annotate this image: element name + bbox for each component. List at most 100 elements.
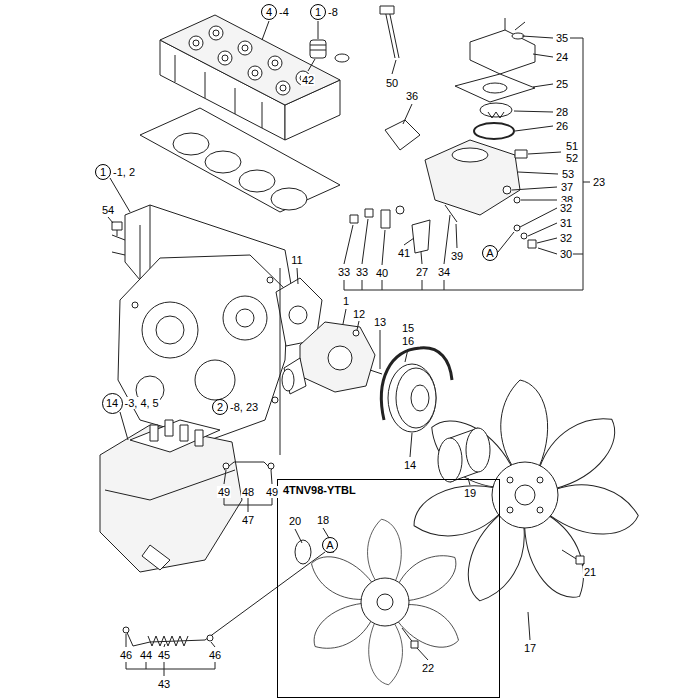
leader-line [297, 268, 298, 284]
callout-number: 32 [559, 232, 573, 244]
reference-number: 1 [95, 164, 111, 180]
reference-number: 2 [212, 399, 228, 415]
gear-case [118, 255, 288, 440]
cylinder-head [218, 51, 232, 65]
fan-pulley [411, 385, 429, 411]
small-gasket [385, 120, 420, 150]
fuel-pipe [224, 462, 272, 470]
cylinder-head [248, 66, 262, 80]
callout-number: 22 [421, 662, 435, 674]
bracket-line [126, 662, 215, 669]
cylinder-head [238, 41, 252, 55]
callout-number: 42 [301, 74, 315, 86]
reference-circle: 4-4 [261, 4, 290, 20]
leader-line [404, 238, 414, 245]
water-pump [300, 322, 375, 392]
return-pipe [123, 552, 325, 646]
callout-number: 49 [265, 486, 279, 498]
leader-line [514, 111, 553, 112]
callout-number: 46 [119, 649, 133, 661]
reference-circle: 1-1, 2 [95, 164, 136, 180]
reference-range: -4 [278, 6, 290, 18]
bracket-line [164, 662, 165, 676]
reference-range: -8 [327, 6, 339, 18]
injection-pump [150, 470, 235, 500]
leader-line [528, 152, 561, 154]
alternate-fan [377, 594, 393, 610]
fan-pulley [381, 348, 452, 432]
reference-range: -3, 4, 5 [124, 397, 160, 409]
leader-line [295, 529, 302, 543]
callout-number: 28 [555, 106, 569, 118]
head-gasket [271, 188, 307, 210]
gear-case [195, 360, 235, 400]
leader-line [533, 84, 553, 87]
alternate-fan [411, 641, 418, 648]
callout-number: 50 [385, 77, 399, 89]
leader-line [126, 634, 127, 647]
leader-line [520, 208, 557, 227]
injection-pump [150, 425, 158, 441]
leader-line [318, 21, 319, 39]
alternate-fan [369, 622, 403, 685]
fan-pulley [388, 364, 436, 432]
leader-line [456, 224, 457, 248]
thermostat-housing [515, 150, 527, 158]
fan-pulley [396, 368, 436, 428]
leader-line [528, 612, 530, 640]
oil-pressure-switch [112, 222, 122, 230]
return-pipe [207, 635, 213, 641]
callout-number: 36 [405, 90, 419, 102]
injection-pump [100, 420, 242, 572]
head-gasket [140, 108, 340, 212]
cylinder-block [112, 235, 125, 255]
water-pump [353, 330, 359, 336]
injection-pump [165, 420, 173, 436]
leader-line [108, 217, 113, 223]
cylinder-head [193, 40, 199, 46]
sender-parts [310, 45, 326, 46]
oil-pressure-switch [117, 230, 118, 236]
thermostat-housing [425, 140, 520, 215]
housing-fittings [521, 233, 527, 239]
thermostat [474, 103, 514, 139]
cylinder-head [242, 45, 248, 51]
thermostat-housing [514, 197, 520, 203]
housing-fittings [365, 209, 373, 217]
callout-number: 54 [101, 204, 115, 216]
cover-gasket [483, 83, 507, 93]
reference-circle: 14-3, 4, 5 [102, 393, 160, 414]
callout-number: 25 [555, 78, 569, 90]
leader-line [344, 225, 353, 264]
thermostat-cover [515, 22, 525, 30]
callout-number: 13 [373, 316, 387, 328]
cooling-fan [515, 485, 535, 505]
leader-line [403, 104, 412, 124]
leader-line [120, 412, 128, 440]
bracket-line [146, 662, 147, 669]
housing-fittings [350, 215, 358, 223]
housing-fittings [412, 220, 430, 253]
housing-fittings [381, 210, 390, 228]
leader-line [362, 219, 368, 264]
callout-number: 30 [559, 248, 573, 260]
thermostat [480, 103, 512, 117]
reference-range: -8, 23 [229, 401, 259, 413]
thermostat-cover [470, 18, 535, 74]
leader-line [521, 200, 557, 201]
fan-spacer [438, 438, 462, 482]
callout-number: 48 [241, 486, 255, 498]
callout-number: 51 [565, 140, 579, 152]
callout-number: 23 [592, 176, 606, 188]
callout-number: 45 [157, 649, 171, 661]
gear-case [142, 302, 198, 358]
thermostat-housing [503, 186, 511, 194]
reference-number: 14 [102, 393, 123, 414]
gear-case [118, 255, 288, 440]
cover-gasket [455, 74, 535, 102]
bracket-line [126, 38, 590, 676]
fan-spacer [438, 428, 490, 482]
thermostat [474, 123, 514, 139]
callout-number: 31 [559, 217, 573, 229]
leader-line [537, 238, 557, 243]
